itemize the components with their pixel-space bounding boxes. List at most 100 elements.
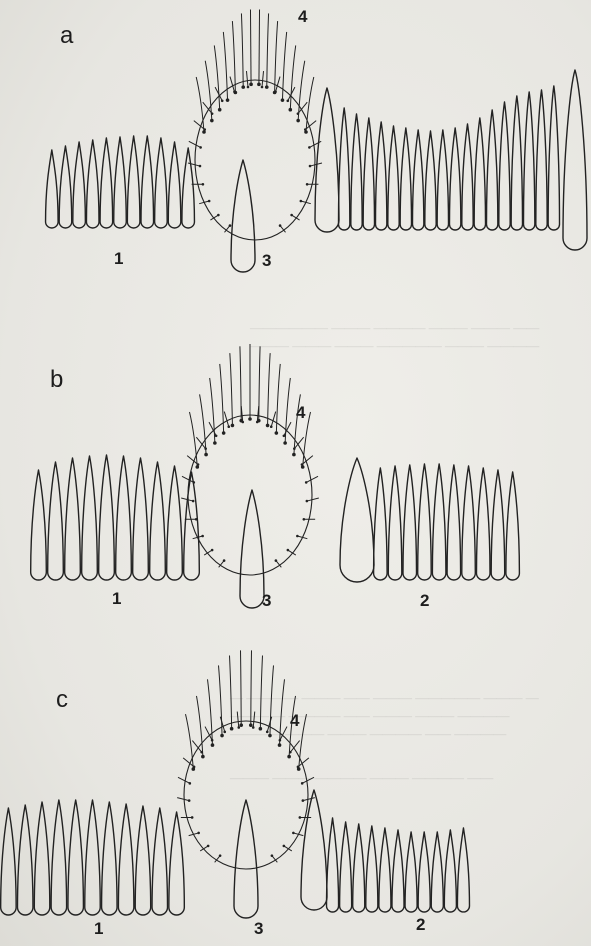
panel-a-comb-right-spine: [375, 122, 386, 230]
panel-c-seta-socket: [201, 755, 205, 759]
panel-a-comb-right-spine: [523, 92, 534, 230]
panel-c-comb-right-spine: [431, 832, 443, 912]
panel-a-comb-right-spine: [412, 130, 423, 230]
panel-b-bristle-socket: [293, 447, 296, 450]
panel-a-short-bristle: [276, 77, 280, 92]
panel-a-short-bristle: [189, 141, 201, 147]
panel-c-seta-socket: [220, 734, 224, 738]
panel-b-seta-socket: [292, 453, 296, 457]
panel-c-bristle-socket: [193, 766, 196, 769]
label-setae-c: 4: [290, 712, 299, 729]
panel-c-bristle-socket: [283, 845, 286, 848]
panel-c-seta-socket: [278, 743, 282, 747]
panel-a-comb-right-spine: [338, 108, 349, 230]
panel-a-seta-socket: [249, 83, 253, 87]
panel-b-bristle-socket: [287, 549, 290, 552]
panel-a-comb-left-spine: [155, 138, 168, 228]
panel-c-bristle-socket: [299, 816, 302, 819]
panel-a-comb-right-spine: [351, 114, 362, 230]
panel-b-seta-socket: [266, 424, 270, 428]
panel-c-bristle-socket: [302, 799, 305, 802]
panel-b-seta-socket: [283, 441, 287, 445]
panel-b-bristle-socket: [283, 434, 286, 437]
panel-a-seta-socket: [218, 108, 222, 112]
panel-b-bristle-socket: [296, 535, 299, 538]
panel-a-comb-left-spine: [100, 138, 113, 228]
panel-b-bristle-socket: [201, 535, 204, 538]
panel-c-seta: [230, 656, 232, 729]
panel-c-comb-right-spine: [301, 790, 327, 910]
panel-c-comb-left-spine: [118, 804, 133, 915]
panel-b-comb-right-spine: [432, 464, 446, 580]
panel-a-comb-right-spine: [400, 128, 411, 230]
panel-a-comb-right-spine: [462, 124, 473, 230]
panel-c-bristle-socket: [252, 726, 255, 729]
panel-a-bristle-socket: [308, 146, 311, 149]
panel-a-short-bristle: [230, 77, 234, 92]
panel-c-short-bristle: [253, 712, 255, 728]
panel-c-bristle-socket: [188, 799, 191, 802]
panel-a-comb-right-spine: [437, 130, 448, 230]
panel-a-bristle-socket: [297, 112, 300, 115]
panel-a-seta: [275, 21, 278, 92]
panel-c-seta-socket: [268, 734, 272, 738]
panel-a-bristle-socket: [208, 200, 211, 203]
panel-c-comb-left-spine: [135, 806, 150, 915]
panel-b-comb-right-spine: [447, 465, 461, 580]
panel-c-seta: [241, 650, 242, 725]
panel-b-bristle-socket: [192, 500, 195, 503]
panel-b-bristle-socket: [301, 463, 304, 466]
panel-c-comb-right-spine: [457, 828, 469, 912]
panel-a-comb-left-spine: [73, 142, 86, 228]
panel-a-bristle-socket: [229, 224, 232, 227]
panel-a-seta-socket: [241, 85, 245, 89]
panel-c-seta-socket: [239, 723, 243, 727]
panel-a-seta-socket: [257, 83, 261, 87]
panel-c-seta: [251, 650, 252, 725]
panel-a-comb-right-spine: [511, 96, 522, 230]
label-spur-b: 3: [262, 592, 271, 609]
panel-b-seta: [240, 346, 241, 420]
panel-c-comb-left-spine: [51, 800, 66, 915]
panel-a-comb-right-spine: [536, 90, 547, 230]
panel-b-seta: [276, 364, 280, 433]
panel-b-short-bristle: [224, 412, 228, 427]
panel-a-comb-right-spine: [563, 70, 587, 250]
panel-b-comb-right-spine: [403, 465, 417, 580]
panel-c-seta: [260, 656, 262, 729]
label-spur-a: 3: [262, 252, 271, 269]
panel-b-seta-socket: [275, 431, 279, 435]
panel-b-comb-left-spine: [184, 472, 200, 580]
panel-c-seta: [219, 665, 223, 735]
panel-b-seta-socket: [248, 417, 252, 421]
panel-a-bristle-socket: [211, 112, 214, 115]
panel-b-comb-left-spine: [82, 456, 98, 580]
panel-a-seta: [250, 9, 251, 84]
panel-c-comb-right-spine: [379, 828, 391, 912]
panel-c-seta-socket: [211, 743, 215, 747]
panel-a-bristle-socket: [290, 214, 293, 217]
panel-a-comb-left-spine: [114, 137, 127, 228]
label-spur-c: 3: [254, 920, 263, 937]
label-comb-right-b: 2: [420, 592, 429, 609]
label-setae-a: 4: [298, 8, 307, 25]
label-comb-right-c: 2: [416, 916, 425, 933]
panel-b-comb-left-spine: [167, 466, 183, 580]
panel-b-bristle-socket: [215, 434, 218, 437]
panel-a-bristle-socket: [247, 86, 250, 89]
panel-c-bristle-socket: [266, 731, 269, 734]
panel-b-comb-left-spine: [133, 458, 149, 580]
panel-a-bristle-socket: [203, 128, 206, 131]
panel-c-comb-right-spine: [340, 822, 352, 912]
panel-b-comb-left-spine: [99, 455, 115, 580]
panel-c-central-spur: [234, 800, 258, 918]
panel-a-comb-right-spine: [548, 86, 559, 230]
panel-c-bristle-socket: [297, 766, 300, 769]
panel-b-bristle-socket: [241, 421, 244, 424]
panel-c-comb-left-spine: [169, 812, 184, 915]
panel-b-seta-socket: [231, 424, 235, 428]
panel-b-seta: [220, 364, 224, 433]
panel-c-comb-left-spine: [34, 802, 49, 915]
